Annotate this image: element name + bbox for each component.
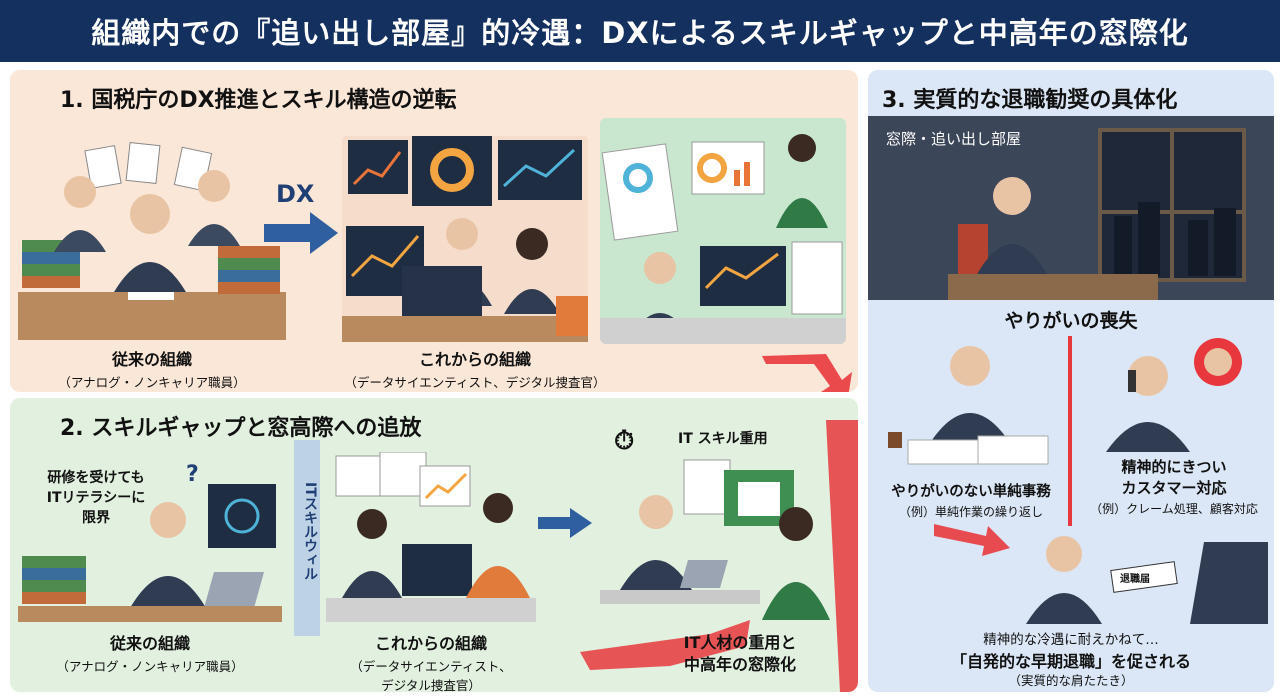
dx-arrow-label: DX	[276, 180, 315, 208]
section-1-heading: 1. 国税庁のDX推進とスキル構造の逆転	[60, 88, 457, 113]
old-organization-title: 従来の組織	[111, 350, 192, 369]
section2-new-caption: これからの組織 （データサイエンティスト、 デジタル捜査官）	[326, 630, 536, 692]
resignation-envelope-label: 退職届	[1120, 574, 1150, 585]
simple-work-caption: やりがいのない単純事務 （例）単純作業の繰り返し	[874, 480, 1068, 520]
old-worker-illustration	[18, 468, 282, 622]
simple-work-example: （例）単純作業の繰り返し	[898, 505, 1043, 519]
it-skill-wall-label: ITスキルウィル	[302, 482, 318, 581]
blue-right-arrow	[538, 508, 592, 538]
section-2-panel: 2. スキルギャップと窓高際への追放 研修を受けても ITリテラシーに 限界 ?…	[10, 398, 858, 692]
new-organization-illustration	[342, 136, 588, 342]
it-literacy-note: 研修を受けても ITリテラシーに 限界	[46, 470, 146, 526]
clock-icon: ⏱	[614, 426, 635, 456]
section-3-heading: 3. 実質的な退職勧奨の具体化	[882, 88, 1178, 113]
section-3-panel: 3. 実質的な退職勧奨の具体化 窓際・追い出し部屋 やりがいの喪失 やりがいのな…	[868, 70, 1274, 692]
red-down-arrow	[762, 354, 852, 392]
room-label: 窓際・追い出し部屋	[886, 130, 1022, 148]
red-diagonal-arrow	[934, 524, 1010, 556]
page-title: 組織内での『追い出し部屋』的冷遇：DXによるスキルギャップと中高年の窓際化	[0, 0, 1280, 62]
loss-of-motivation: やりがいの喪失	[1004, 310, 1138, 332]
customer-service-title: 精神的にきつい カスタマー対応	[1121, 458, 1227, 497]
new-organization-title: これからの組織	[418, 350, 531, 369]
conclusion-line-2: 「自発的な早期退職」を促される	[950, 652, 1191, 671]
dx-arrow	[264, 212, 338, 254]
section2-new-title: これからの組織	[374, 634, 487, 653]
customer-service-illustration	[1078, 336, 1268, 452]
customer-service-example: （例）クレーム処理、顧客対応	[1090, 502, 1258, 516]
it-talent-illustration	[600, 454, 830, 620]
red-divider	[1068, 336, 1072, 526]
new-organization-sub: （データサイエンティスト、デジタル捜査官）	[344, 375, 606, 390]
conclusion-line-3: （実質的な肩たたき）	[1008, 673, 1134, 688]
section2-old-caption: 従来の組織 （アナログ・ノンキャリア職員）	[18, 630, 282, 675]
it-skill-wall	[294, 440, 320, 636]
question-mark-icon: ?	[186, 462, 199, 487]
old-organization-illustration	[18, 141, 286, 340]
new-organization-caption: これからの組織 （データサイエンティスト、デジタル捜査官）	[310, 346, 640, 391]
new-workers-illustration	[326, 451, 536, 622]
it-skill-label: IT スキル重用	[678, 431, 768, 447]
section-2-heading: 2. スキルギャップと窓高際への追放	[60, 416, 422, 441]
old-organization-sub: （アナログ・ノンキャリア職員）	[58, 375, 246, 390]
it-talent-result: IT人材の重用と 中高年の窓際化	[683, 633, 797, 674]
section2-old-sub: （アナログ・ノンキャリア職員）	[56, 659, 244, 674]
red-accent-shapes	[580, 420, 858, 692]
customer-service-caption: 精神的にきつい カスタマー対応 （例）クレーム処理、顧客対応	[1074, 456, 1274, 517]
section2-new-sub: （データサイエンティスト、 デジタル捜査官）	[350, 659, 512, 692]
section-1-panel: 1. 国税庁のDX推進とスキル構造の逆転 従来の組織 （アナログ・ノンキャリア職…	[10, 70, 858, 392]
window-room-illustration	[868, 116, 1274, 300]
conclusion-line-1: 精神的な冷遇に耐えかねて…	[983, 632, 1159, 648]
resignation-handover-illustration	[1014, 532, 1268, 624]
simple-work-illustration	[878, 336, 1064, 470]
section2-old-title: 従来の組織	[109, 634, 190, 653]
simple-work-title: やりがいのない単純事務	[891, 484, 1051, 500]
analyst-illustration	[600, 118, 846, 344]
old-organization-caption: 従来の組織 （アナログ・ノンキャリア職員）	[18, 346, 286, 391]
